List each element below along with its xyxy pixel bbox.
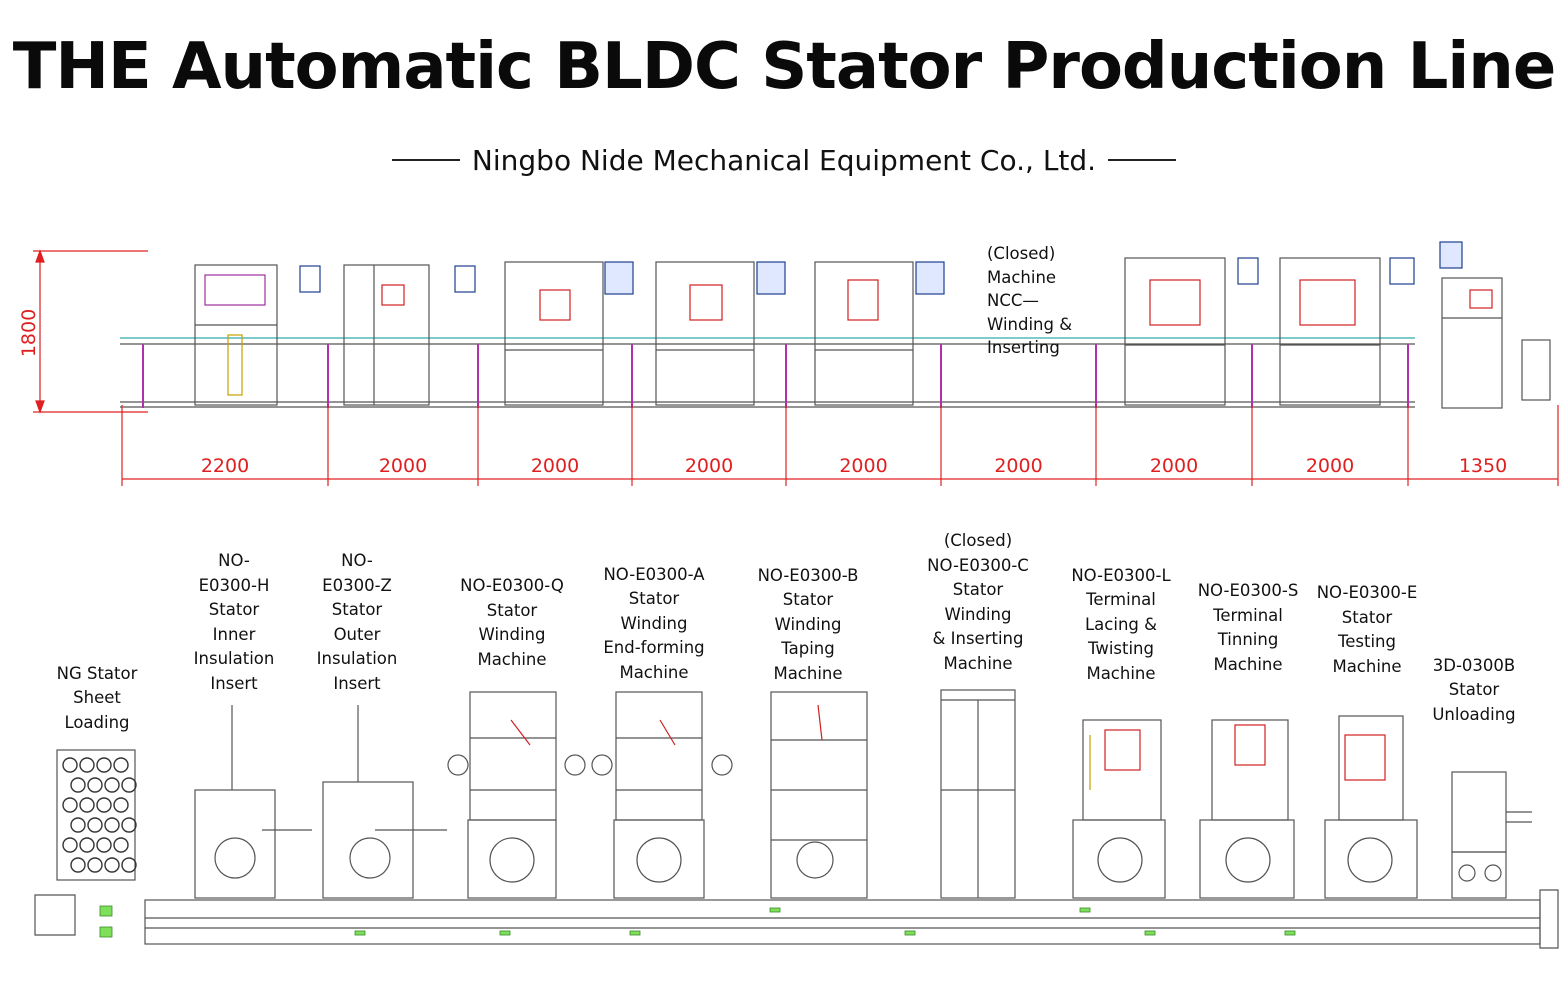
rack-hole [121,857,137,873]
front-elevation [120,241,1551,409]
rack-hole [113,757,129,773]
station-label: NO-E0300-E Stator Testing Machine [1316,583,1418,676]
length-dimension-labels: 2200 2000 2000 2000 2000 2000 2000 2000 1350 [201,455,1507,477]
rack-hole [70,857,86,873]
rack-hole [113,837,129,853]
station-label: (Closed) NO-E0300-C Stator Winding & Ins… [927,531,1029,673]
station-label: NG Stator Sheet Loading [56,663,138,732]
rack-hole [79,837,95,853]
plan-station-l [1072,719,1166,899]
rack-hole [96,757,112,773]
rack-hole [104,857,120,873]
plan-green-markers [99,905,1296,938]
rack-hole [87,777,103,793]
plan-station-q [447,691,586,899]
front-station-5 [814,261,945,406]
front-station-9 [1439,241,1551,409]
length-dimension-label: 2000 [1150,455,1198,477]
plan-station-s [1199,719,1295,899]
length-dimension-label: 1350 [1459,455,1507,477]
rack-hole [104,777,120,793]
rack-hole [62,797,78,813]
plan-station-z [322,705,447,899]
rack-hole [70,817,86,833]
front-station-1 [194,264,321,406]
length-dimension-label: 2000 [685,455,733,477]
subtitle-rule-right [1108,159,1177,161]
length-dimension-ticks [121,405,1559,486]
plan-station-loading [56,749,137,881]
front-station-4 [655,261,786,406]
top-view-closed-machine-note: (Closed) Machine NCC— Winding & Insertin… [987,244,1073,357]
length-dimension-label: 2000 [379,455,427,477]
station-label: NO-E0300-A Stator Winding End-forming Ma… [603,564,705,682]
company-subtitle: Ningbo Nide Mechanical Equipment Co., Lt… [471,143,1097,177]
length-dimension-label: 2000 [839,455,887,477]
front-station-2 [343,264,476,406]
rack-hole [104,817,120,833]
length-dimension-label: 2000 [1306,455,1354,477]
length-dimension-label: 2000 [531,455,579,477]
diagram-title: THE Automatic BLDC Stator Production Lin… [12,30,1557,104]
plan-station-h [194,705,312,899]
front-station-7 [1124,257,1259,406]
rack-hole [87,857,103,873]
rack-hole [121,777,137,793]
rack-hole [79,797,95,813]
rack-hole [96,797,112,813]
subtitle-rule-left [391,159,460,161]
station-label: NO-E0300-L Terminal Lacing & Twisting Ma… [1071,565,1171,683]
plan-station-e [1324,715,1418,899]
rack-hole [62,757,78,773]
rack-hole [96,837,112,853]
station-label: NO-E0300-S Terminal Tinning Machine [1197,581,1299,674]
length-dimension-label: 2200 [201,455,249,477]
station-label: NO- E0300-Z Stator Outer Insulation Inse… [316,551,398,693]
subtitle-row: Ningbo Nide Mechanical Equipment Co., Lt… [0,140,1568,180]
station-label: NO- E0300-H Stator Inner Insulation Inse… [193,551,275,693]
rack-hole [62,837,78,853]
front-station-3 [504,261,634,406]
front-station-8 [1279,257,1415,406]
conveyor-legs [142,344,1409,408]
plan-station-a [591,691,733,899]
rack-hole [79,757,95,773]
plan-station-unloading [1451,771,1532,899]
plan-station-b [770,691,868,899]
plan-right-end [1539,889,1559,949]
plan-left-loader [34,894,76,936]
length-dimension-label: 2000 [994,455,1042,477]
station-label: NO-E0300-Q Stator Winding Machine [460,576,564,669]
rack-hole [87,817,103,833]
plan-view [34,689,1559,949]
rack-hole [70,777,86,793]
rack-hole [113,797,129,813]
station-label: 3D-0300B Stator Unloading [1432,655,1516,724]
plan-station-c [940,689,1016,899]
rack-hole [121,817,137,833]
plan-base-frame [144,899,1541,945]
height-dimension-label: 1800 [18,309,40,357]
station-label: NO-E0300-B Stator Winding Taping Machine [757,565,859,683]
height-dimension [33,249,148,414]
